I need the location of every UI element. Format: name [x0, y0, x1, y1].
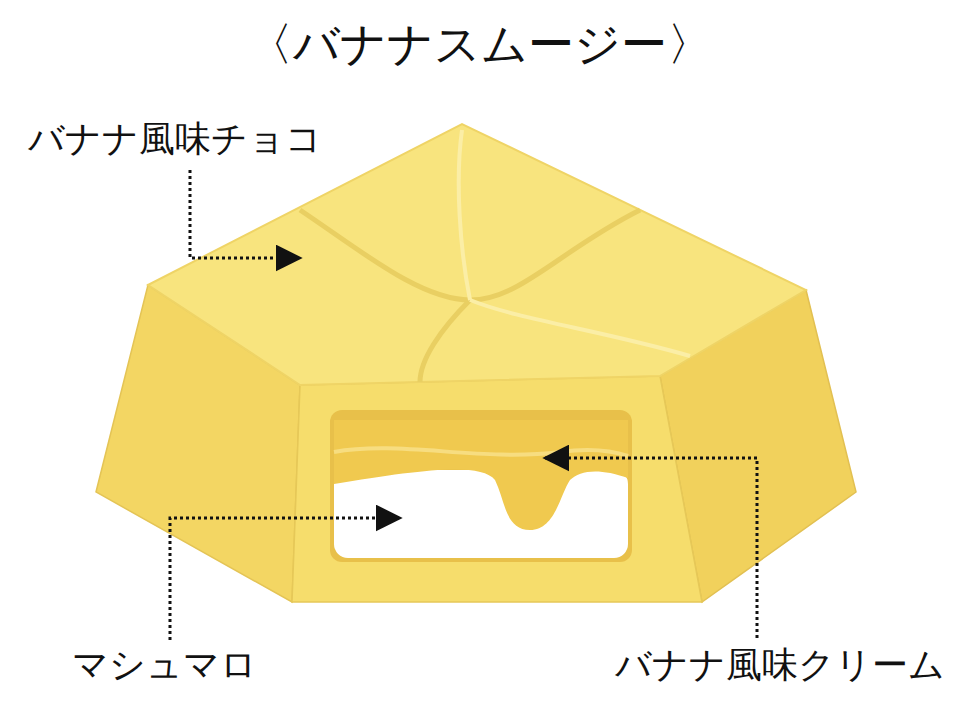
cutaway	[330, 410, 632, 562]
part-label: バナナ風味チョコ	[28, 118, 322, 159]
leader-line	[170, 518, 400, 640]
part-label: マシュマロ	[72, 644, 257, 685]
cream-highlight	[334, 448, 628, 456]
swirl-ridge	[300, 210, 640, 300]
swirl-ridge	[470, 300, 690, 356]
marshmallow	[334, 470, 628, 558]
part-label: バナナ風味クリーム	[615, 644, 945, 685]
top-face	[148, 124, 806, 385]
cream	[334, 420, 628, 530]
front-face	[292, 376, 702, 602]
title: 〈バナナスムージー〉	[247, 18, 713, 71]
leader-line	[190, 170, 300, 258]
swirl-ridge	[459, 130, 470, 300]
leader-line	[545, 458, 757, 638]
swirl-ridge	[420, 300, 470, 382]
